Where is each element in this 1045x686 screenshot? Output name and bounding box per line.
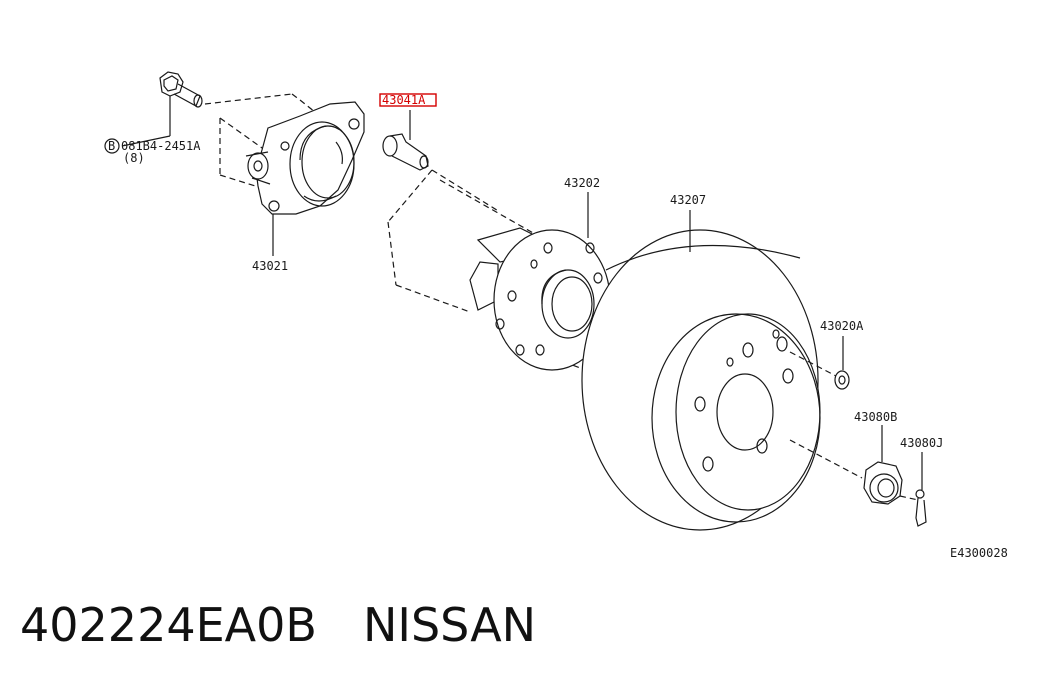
bolt-letter: B	[108, 139, 115, 153]
washer-label: 43020A	[820, 319, 864, 333]
bolt-letter-circle	[104, 138, 120, 154]
bolt-label: 081B4-2451A	[121, 139, 201, 153]
washer-part	[834, 336, 850, 390]
bolt-qty-label: (8)	[123, 151, 145, 165]
cotter-pin-part	[915, 452, 927, 527]
brand-name: NISSAN	[362, 598, 537, 652]
nut-label: 43080B	[854, 410, 897, 424]
cotter-pin-label: 43080J	[900, 436, 943, 450]
bolt-part	[159, 71, 203, 136]
highlight-box	[379, 93, 437, 107]
part-caption: 402224EA0B NISSAN	[20, 598, 536, 652]
rotor-part	[581, 210, 821, 531]
part-number: 402224EA0B	[20, 598, 317, 652]
diagram-code: E4300028	[950, 546, 1008, 560]
housing-label: 43021	[252, 259, 288, 273]
nut-leader-dashes	[789, 351, 919, 501]
hub-label: 43202	[564, 176, 600, 190]
stud-label: 43041A	[382, 93, 426, 107]
housing-part	[245, 101, 365, 256]
nut-part	[863, 425, 903, 505]
rotor-label: 43207	[670, 193, 706, 207]
stud-part	[382, 110, 429, 171]
